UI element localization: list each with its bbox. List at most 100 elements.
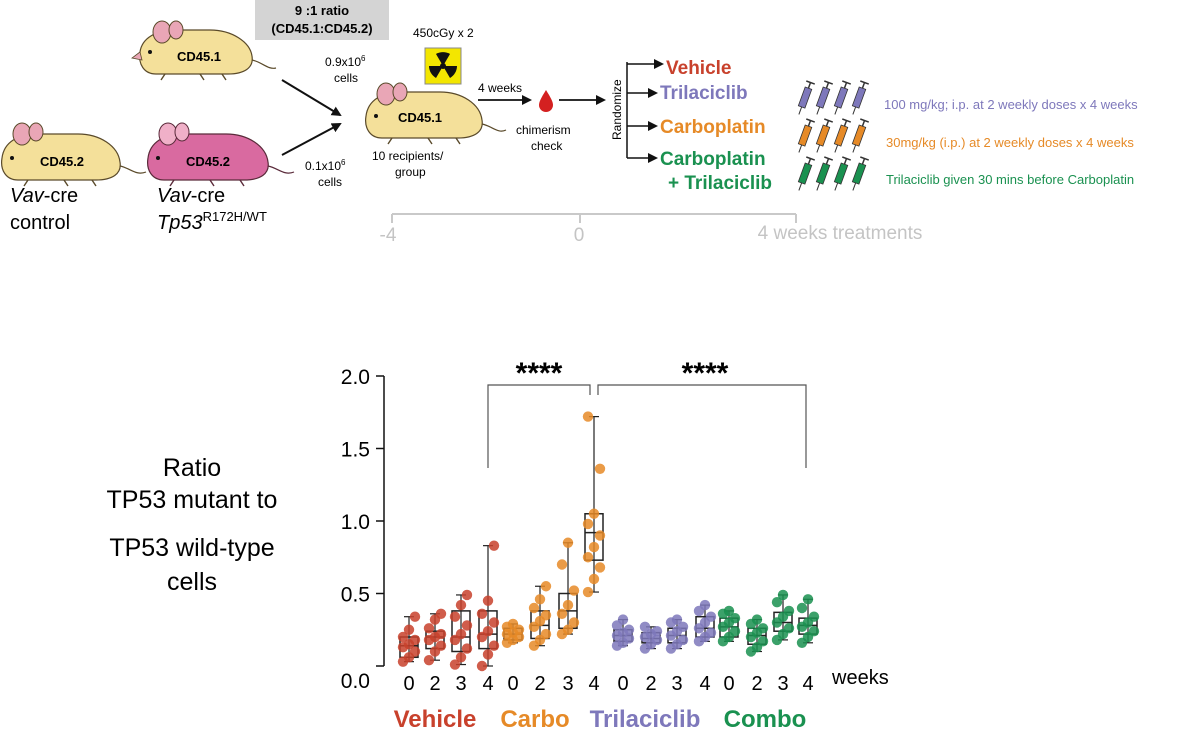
y-tick-label: 0.0 — [341, 670, 370, 693]
data-point — [729, 626, 741, 637]
y-tick-label: 1.5 — [341, 439, 370, 462]
data-point — [409, 611, 421, 622]
data-point — [488, 640, 500, 651]
chimerism-line1: chimerism — [516, 123, 571, 137]
x-tick-label: 4 — [482, 673, 493, 695]
data-point — [528, 602, 540, 614]
data-point — [582, 586, 594, 598]
data-point — [808, 611, 820, 622]
significance-stars-1: **** — [516, 357, 563, 390]
data-point — [771, 597, 783, 608]
syringe-icon — [815, 118, 834, 153]
data-point — [423, 655, 435, 666]
box-trilaciclib-week-2 — [639, 621, 663, 654]
box-vehicle-week-3 — [449, 589, 473, 670]
recipient-mouse: CD45.1 — [365, 82, 507, 145]
arrow-top-donor — [281, 79, 342, 117]
data-point — [651, 626, 663, 637]
x-tick-label: 3 — [455, 673, 466, 695]
data-point — [540, 628, 552, 640]
data-point — [777, 589, 789, 601]
data-point — [409, 646, 421, 657]
donor-mouse-control: CD45.2 — [1, 122, 147, 187]
syringe-icon — [797, 118, 816, 153]
data-point — [677, 634, 689, 646]
data-point — [482, 649, 494, 660]
data-point — [488, 540, 500, 551]
data-point — [488, 617, 500, 628]
data-point — [449, 659, 461, 670]
ylabel-line2: TP53 mutant to — [107, 486, 278, 514]
data-point — [582, 411, 594, 422]
syringe-icon — [815, 80, 834, 115]
box-carbo-week-4 — [582, 411, 606, 598]
data-point — [482, 595, 494, 606]
box-vehicle-week-4 — [476, 540, 500, 672]
group-trilaciclib: Trilaciclib — [660, 83, 748, 104]
ylabel-line3: TP53 wild-type — [109, 534, 274, 562]
bracket-vehicle-carbo — [487, 384, 591, 468]
data-point — [540, 610, 552, 621]
radiation-label: 450cGy x 2 — [413, 26, 474, 40]
data-point — [556, 608, 568, 619]
significance-stars-2: **** — [682, 357, 729, 390]
data-point — [705, 611, 717, 622]
data-point — [808, 626, 820, 637]
data-point — [409, 634, 421, 646]
data-point — [751, 614, 763, 625]
timeline: -4 0 4 weeks treatments — [380, 213, 923, 246]
recipient-line1: 10 recipients/ — [372, 149, 444, 163]
box-combo-week-4 — [796, 594, 820, 648]
data-point — [617, 614, 629, 625]
data-point — [594, 463, 606, 474]
chimerism-line2: check — [531, 139, 563, 153]
data-point — [435, 608, 447, 619]
cells-top-amount: 0.9x106 — [325, 54, 366, 69]
data-point — [623, 624, 635, 635]
data-point — [455, 652, 467, 663]
data-point — [783, 623, 795, 634]
box-iqr — [478, 610, 498, 650]
data-point — [455, 599, 467, 611]
x-tick-label: 2 — [751, 673, 762, 695]
ratio-box — [255, 0, 389, 40]
significance-brackets: **** **** — [487, 357, 807, 468]
control-caption-line1: Vav-cre — [10, 185, 78, 207]
y-tick-label: 0.5 — [341, 584, 370, 607]
data-point — [729, 612, 741, 624]
arrow-mutant-donor — [281, 123, 342, 156]
ylabel-line1: Ratio — [163, 454, 221, 482]
data-point — [449, 611, 461, 622]
data-point — [534, 594, 546, 605]
data-point — [723, 605, 735, 617]
data-point — [482, 626, 494, 637]
dose-carboplatin: 30mg/kg (i.p.) at 2 weekly doses x 4 wee… — [886, 135, 1134, 150]
x-tick-label: 3 — [777, 673, 788, 695]
group-label-vehicle: Vehicle — [394, 706, 477, 733]
data-point — [639, 621, 651, 633]
x-tick-label: 2 — [429, 673, 440, 695]
x-tick-label: 0 — [403, 673, 414, 695]
x-tick-label: 2 — [534, 673, 545, 695]
x-axis-label: weeks — [831, 667, 889, 689]
data-point — [562, 537, 574, 548]
data-point — [594, 562, 606, 573]
data-point — [705, 627, 717, 638]
data-point — [507, 618, 519, 630]
timeline-treatments: 4 weeks treatments — [758, 223, 923, 244]
data-point — [556, 559, 568, 570]
ratio-box-line2: (CD45.1:CD45.2) — [271, 21, 372, 36]
syringe-rows — [797, 80, 870, 191]
syringe-icon — [851, 118, 870, 153]
syringe-icon — [851, 80, 870, 115]
x-tick-label: 3 — [671, 673, 682, 695]
x-tick-label: 2 — [645, 673, 656, 695]
data-point — [562, 624, 574, 635]
dose-trilaciclib: 100 mg/kg; i.p. at 2 weekly doses x 4 we… — [884, 97, 1138, 112]
dose-combo: Trilaciclib given 30 mins before Carbopl… — [886, 172, 1134, 187]
box-combo-week-2 — [745, 614, 769, 657]
x-tick-label: 0 — [723, 673, 734, 695]
timeline-zero: 0 — [574, 225, 585, 246]
syringe-icon — [797, 80, 816, 115]
